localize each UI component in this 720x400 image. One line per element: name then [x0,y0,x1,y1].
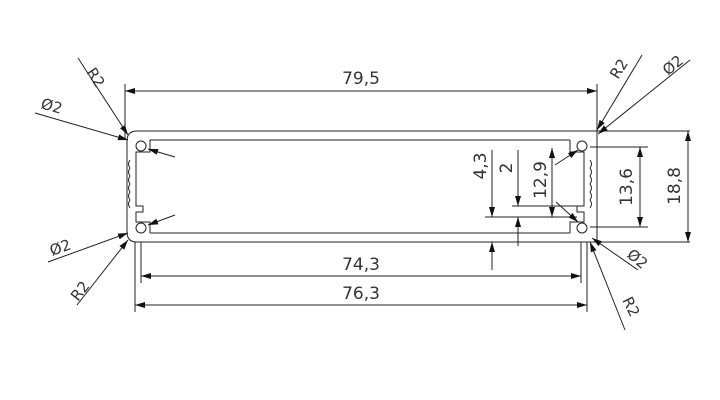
hole-bottom-right [576,222,588,234]
hole-bottom-left [135,222,147,234]
dimension-label: 4,3 [471,152,491,179]
diameter-label: Ø2 [659,52,687,80]
dimension-label: 76,3 [342,284,380,304]
hole-top-left [135,140,147,152]
diameter-label: Ø2 [623,245,651,273]
callouts-left: R2 Ø2 Ø2 R2 [34,57,176,306]
dimension-mid-width: 76,3 [134,242,588,312]
diameter-label: Ø2 [47,236,73,260]
radius-label: R2 [67,278,93,305]
radius-label: R2 [83,64,109,91]
dimension-overall-height: 18,8 [665,131,691,242]
diameter-label: Ø2 [39,95,64,118]
dimension-label: 12,9 [531,161,551,199]
dimension-slot-height: 12,9 [485,148,577,218]
radius-label: R2 [618,294,643,320]
dimension-label: 79,5 [342,69,380,89]
dimension-inner-width: 74,3 [140,242,582,283]
dimension-slot-gap: 2 [497,150,521,246]
dimension-inner-height: 13,6 [590,146,648,228]
profile-outline [126,130,690,243]
dimension-slot-offset: 4,3 [471,150,495,270]
dimension-label: 2 [497,163,517,174]
dimension-label: 74,3 [342,255,380,275]
hole-top-right [576,140,588,152]
dimension-overall-width: 79,5 [124,69,598,140]
dimension-label: 18,8 [665,167,685,205]
dimension-label: 13,6 [617,168,637,206]
